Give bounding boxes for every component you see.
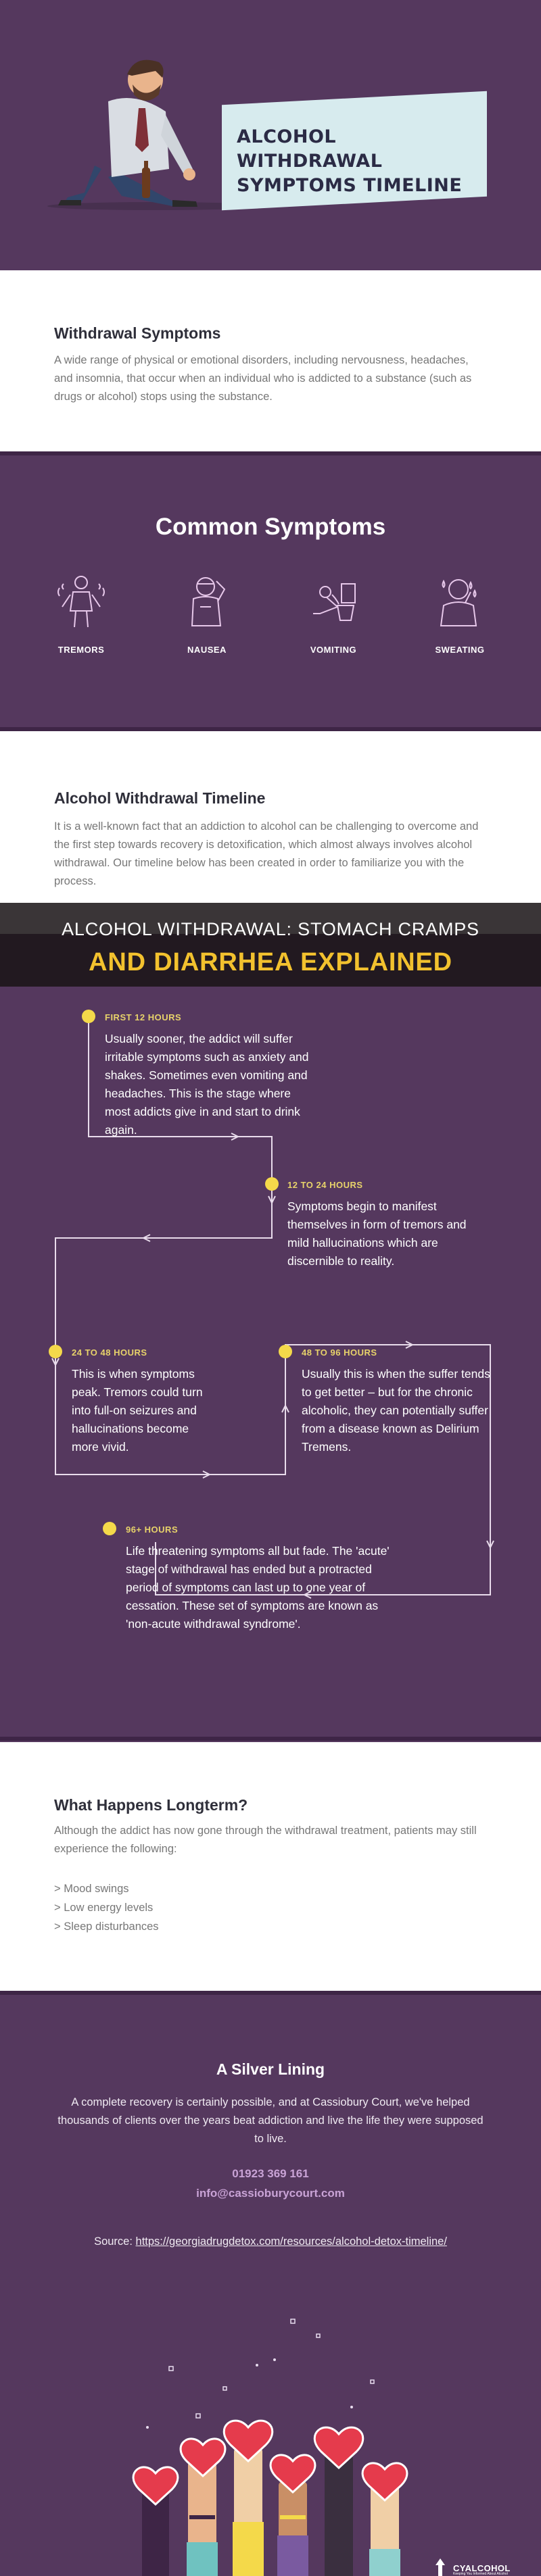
stage-text: Life threatening symptoms all but fade. … bbox=[126, 1544, 390, 1631]
timeline-section: FIRST 12 HOURS Usually sooner, the addic… bbox=[0, 987, 541, 1737]
timeline-dot bbox=[103, 1522, 116, 1535]
page-title-line1: ALCOHOL WITHDRAWAL bbox=[237, 126, 383, 172]
list-item: > Sleep disturbances bbox=[54, 1921, 159, 1933]
timeline-intro-section: Alcohol Withdrawal Timeline It is a well… bbox=[0, 731, 541, 934]
arrow-up-icon bbox=[281, 1405, 289, 1413]
vomiting-icon bbox=[313, 583, 356, 621]
article-title-banner: ALCOHOL WITHDRAWAL: STOMACH CRAMPS AND D… bbox=[0, 903, 541, 987]
arrow-right-icon bbox=[231, 1133, 240, 1141]
arrow-right-icon bbox=[202, 1470, 212, 1479]
symptom-nausea: NAUSEA bbox=[166, 572, 248, 655]
page-title-line2: SYMPTOMS TIMELINE bbox=[237, 175, 463, 196]
source-link[interactable]: https://georgiadrugdetox.com/resources/a… bbox=[135, 2235, 447, 2248]
longterm-text: Although the addict has now gone through… bbox=[54, 1825, 477, 1855]
stage-text: Usually sooner, the addict will suffer i… bbox=[105, 1032, 309, 1137]
list-item: > Low energy levels bbox=[54, 1902, 154, 1914]
withdrawal-symptoms-heading: Withdrawal Symptoms bbox=[54, 324, 221, 342]
page-title: ALCOHOL WITHDRAWAL SYMPTOMS TIMELINE bbox=[237, 125, 480, 198]
divider bbox=[0, 1991, 541, 1995]
symptom-tremors: TREMORS bbox=[41, 572, 122, 655]
timeline-dot bbox=[279, 1345, 292, 1358]
stage-label: 12 TO 24 HOURS bbox=[287, 1180, 363, 1190]
arrow-left-icon bbox=[302, 1591, 312, 1599]
banner-line2: AND DIARRHEA EXPLAINED bbox=[89, 948, 452, 976]
source-line: Source: https://georgiadrugdetox.com/res… bbox=[0, 2235, 541, 2248]
longterm-section: What Happens Longterm? Although the addi… bbox=[0, 1742, 541, 1991]
arrow-down-icon bbox=[486, 1540, 494, 1548]
withdrawal-symptoms-section: Withdrawal Symptoms A wide range of phys… bbox=[0, 270, 541, 451]
timeline-dot bbox=[265, 1177, 279, 1191]
hero-section: ALCOHOL WITHDRAWAL SYMPTOMS TIMELINE bbox=[0, 0, 541, 270]
sitting-man-illustration bbox=[47, 59, 264, 210]
common-symptoms-heading: Common Symptoms bbox=[155, 514, 386, 540]
logo[interactable]: CYALCOHOL bbox=[453, 2563, 511, 2573]
phone-number[interactable]: 01923 369 161 bbox=[232, 2167, 309, 2180]
symptom-vomiting-label: VOMITING bbox=[310, 645, 357, 655]
symptom-vomiting: VOMITING bbox=[293, 572, 374, 655]
symptom-nausea-label: NAUSEA bbox=[187, 645, 227, 655]
stage-text: Usually this is when the suffer tends to… bbox=[302, 1367, 490, 1454]
stage-label: 24 TO 48 HOURS bbox=[72, 1347, 147, 1358]
symptom-sweating: SWEATING bbox=[419, 572, 500, 655]
arrow-down-icon bbox=[51, 1358, 60, 1366]
nausea-icon bbox=[191, 577, 226, 626]
longterm-heading: What Happens Longterm? bbox=[54, 1796, 248, 1814]
arrow-down-icon bbox=[268, 1195, 276, 1204]
silver-lining-text: A complete recovery is certainly possibl… bbox=[57, 2096, 484, 2145]
logo-tagline: Keeping You Informed About Alcohol bbox=[453, 2572, 508, 2576]
symptom-tremors-label: TREMORS bbox=[57, 645, 105, 655]
stage-label: 48 TO 96 HOURS bbox=[302, 1347, 377, 1358]
list-item: > Mood swings bbox=[54, 1883, 129, 1895]
stage-text: Symptoms begin to manifest themselves in… bbox=[287, 1199, 467, 1268]
silver-lining-heading: A Silver Lining bbox=[216, 2060, 325, 2078]
arrow-right-icon bbox=[405, 1341, 415, 1349]
stage-text: This is when symptoms peak. Tremors coul… bbox=[72, 1367, 203, 1454]
divider bbox=[0, 451, 541, 455]
timeline-intro-text: It is a well-known fact that an addictio… bbox=[54, 820, 479, 887]
stage-label: FIRST 12 HOURS bbox=[105, 1012, 182, 1022]
symptom-sweating-label: SWEATING bbox=[435, 645, 485, 655]
raised-hands-hearts-illustration bbox=[132, 2319, 408, 2576]
withdrawal-symptoms-text: A wide range of physical or emotional di… bbox=[54, 354, 472, 403]
stage-label: 96+ HOURS bbox=[126, 1525, 179, 1535]
timeline-dot bbox=[82, 1010, 95, 1023]
divider bbox=[0, 1737, 541, 1741]
divider bbox=[0, 727, 541, 731]
email-link[interactable]: info@cassioburycourt.com bbox=[196, 2187, 345, 2200]
logo-icon bbox=[436, 2558, 445, 2576]
timeline-heading: Alcohol Withdrawal Timeline bbox=[54, 789, 266, 807]
timeline-dot bbox=[49, 1345, 62, 1358]
banner-line1: ALCOHOL WITHDRAWAL: STOMACH CRAMPS bbox=[62, 919, 479, 939]
silver-lining-section: A Silver Lining A complete recovery is c… bbox=[0, 1995, 541, 2576]
arrow-left-icon bbox=[141, 1234, 151, 1242]
common-symptoms-section: Common Symptoms TREMORS NAUSEA VOMITI bbox=[0, 455, 541, 727]
source-label: Source: bbox=[94, 2235, 133, 2248]
tremors-icon bbox=[57, 576, 105, 628]
sweating-icon bbox=[440, 579, 477, 626]
